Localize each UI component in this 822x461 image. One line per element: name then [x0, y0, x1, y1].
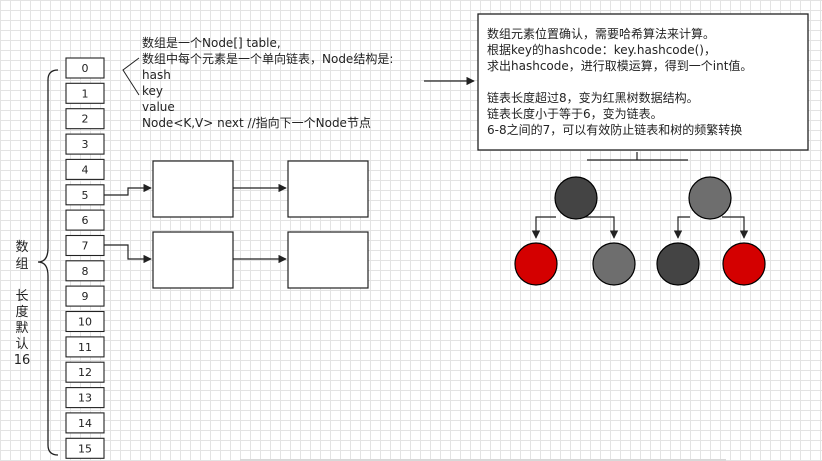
array-index-label: 4 — [82, 163, 89, 176]
tree-node-black-icon — [554, 176, 598, 220]
note-line: 数组是一个Node[] table, — [142, 35, 281, 50]
linked-list-row-7 — [104, 231, 369, 289]
bottom-scrollbar — [240, 459, 726, 461]
array-index-label: 3 — [82, 138, 89, 151]
list-arrow — [104, 183, 152, 196]
array-index-label: 12 — [78, 366, 92, 379]
array-cell — [65, 336, 105, 358]
list-node-box — [287, 160, 369, 218]
array-index-label: 1 — [82, 87, 89, 100]
array-cell — [65, 310, 105, 333]
note-line: key — [142, 84, 163, 98]
note-line: 数组中每个元素是一个单向链表，Node结构是: — [142, 51, 393, 66]
array-index-label: 10 — [78, 316, 92, 329]
note-line: hash — [142, 68, 171, 82]
info-line: 链表长度超过8，变为红黑树数据结构。 — [487, 90, 699, 105]
array-cell — [65, 133, 105, 155]
array-label-char: 默 — [15, 320, 28, 336]
list-node-box — [152, 160, 234, 218]
array-index-label: 11 — [78, 341, 92, 354]
array-label-char: 组 — [15, 257, 28, 272]
tree-node-black-icon — [656, 242, 700, 286]
array-index-label: 6 — [82, 214, 89, 227]
info-line: 链表长度小于等于6，变为链表。 — [487, 106, 663, 121]
tree-node-black-icon — [592, 242, 636, 286]
array-cell — [65, 108, 105, 130]
array-label-char: 度 — [15, 304, 28, 320]
array-index-label: 0 — [82, 62, 89, 75]
array-index-label: 13 — [78, 392, 92, 405]
array-label-char: 长 — [15, 289, 28, 304]
array-index-label: 7 — [82, 240, 89, 253]
array-cell — [65, 285, 105, 307]
array-cell — [65, 82, 105, 104]
tree-edge — [673, 216, 690, 239]
array-index-label: 14 — [78, 417, 92, 430]
array-index-label: 8 — [82, 265, 89, 278]
info-box — [477, 13, 809, 151]
info-line: 数组元素位置确认，需要哈希算法来计算。 — [487, 26, 715, 41]
array-cell — [65, 387, 105, 409]
info-line: 6-8之间的7，可以有效防止链表和树的频繁转换 — [487, 122, 742, 137]
tree-node-black-icon — [688, 176, 732, 220]
tree-node-red-icon — [722, 242, 766, 286]
note-line: Node<K,V> next //指向下一个Node节点 — [142, 115, 371, 130]
list-node-box — [152, 231, 234, 289]
tree-node-red-icon — [514, 242, 558, 286]
array-label-char: 数 — [15, 240, 28, 255]
list-arrow — [104, 244, 152, 264]
array-brace — [37, 69, 59, 456]
array-cell — [65, 57, 105, 79]
info-text: 数组元素位置确认，需要哈希算法来计算。 根据key的hashcode：key.h… — [487, 26, 752, 137]
node-note: 数组是一个Node[] table, 数组中每个元素是一个单向链表，Node结构… — [142, 35, 393, 130]
array-label-char: 认 — [15, 337, 28, 352]
note-pointer-line — [122, 57, 140, 96]
tree-edge — [722, 216, 749, 239]
array-index-label: 5 — [82, 189, 89, 202]
array-cell — [65, 361, 105, 383]
tree-edge — [531, 216, 556, 239]
array-cell — [65, 437, 105, 459]
note-line: value — [142, 100, 175, 114]
list-node-box — [287, 231, 369, 289]
linked-list-row-5 — [104, 160, 369, 218]
array-label-char: 16 — [14, 353, 31, 368]
info-line: 根据key的hashcode：key.hashcode()， — [487, 42, 716, 57]
array-cell — [65, 158, 105, 180]
array-index-label: 15 — [78, 442, 92, 455]
array-cell — [65, 209, 105, 231]
array-cell — [65, 260, 105, 282]
array-index-label: 2 — [82, 113, 89, 126]
info-line: 求出hashcode，进行取模运算，得到一个int值。 — [487, 58, 752, 73]
array-index-label: 9 — [82, 290, 89, 303]
red-black-tree — [514, 152, 766, 286]
array-cell — [65, 412, 105, 434]
tree-edge — [576, 216, 619, 239]
